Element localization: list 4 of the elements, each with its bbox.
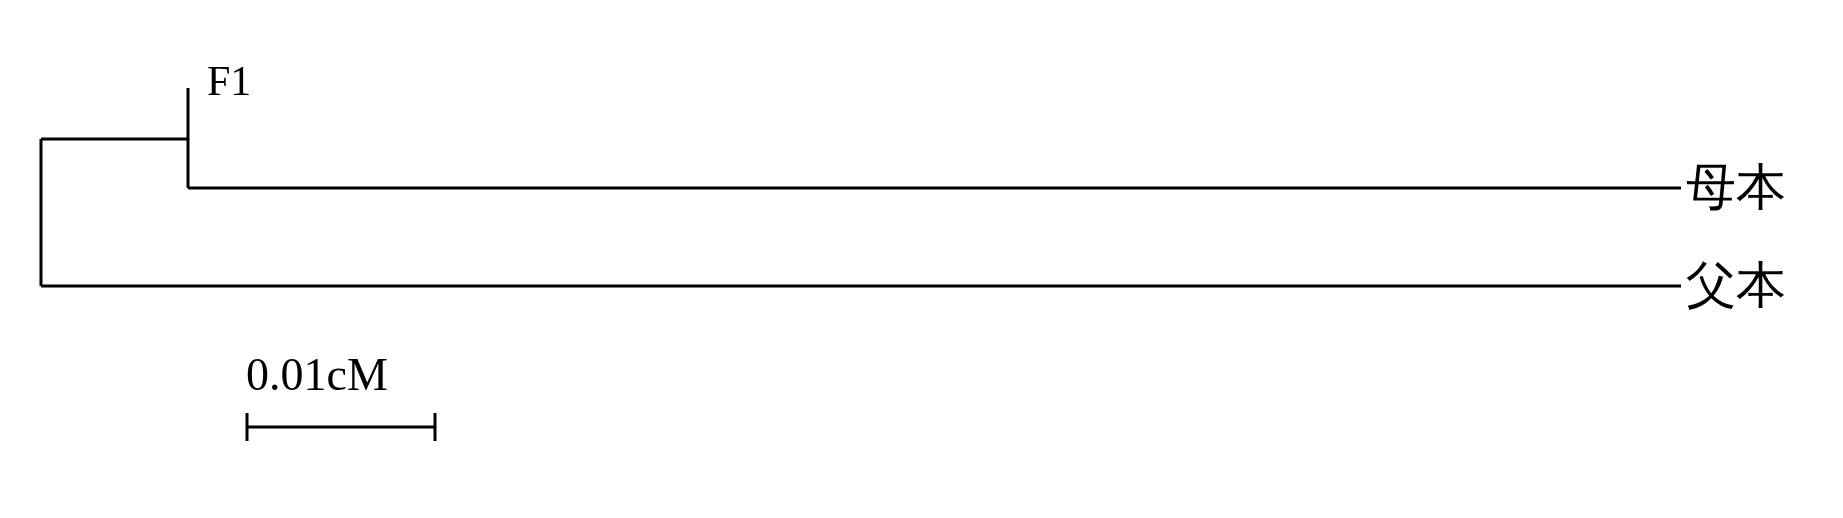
scale-bar-label: 0.01cM — [246, 352, 388, 398]
leaf-label: 父本 — [1686, 260, 1786, 310]
leaf-label: F1 — [207, 60, 252, 102]
leaf-label: 母本 — [1686, 162, 1786, 212]
